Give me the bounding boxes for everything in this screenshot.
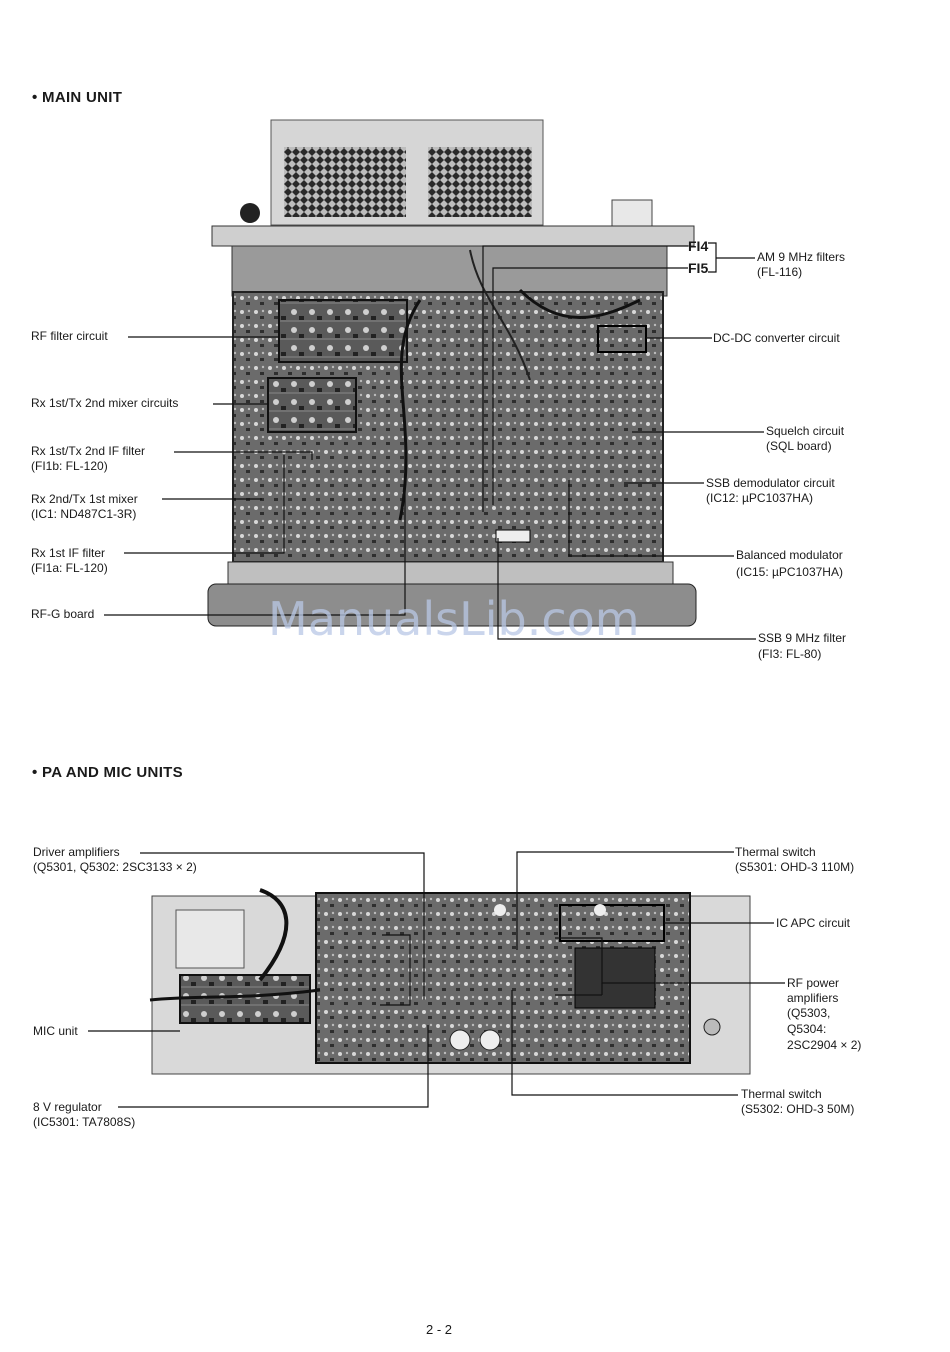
driver-amp-label: Driver amplifiers <box>33 845 120 859</box>
ssb-demod-label: SSB demodulator circuit <box>706 476 835 490</box>
power-transformer <box>574 947 656 1009</box>
regulator-sub: (IC5301: TA7808S) <box>33 1115 136 1129</box>
rf-power-label-3: (Q5303, <box>787 1006 831 1020</box>
watermark: ManualsLib.com <box>268 592 640 646</box>
dcdc-marker <box>597 325 647 353</box>
rf-power-label-2: amplifiers <box>787 991 839 1005</box>
squelch-sub: (SQL board) <box>766 439 832 453</box>
regulator-label: 8 V regulator <box>33 1100 102 1114</box>
rx2-mixer-sub: (IC1: ND487C1-3R) <box>31 507 137 521</box>
thermal-switch-1-sub: (S5301: OHD-3 110M) <box>735 860 855 874</box>
knob-left <box>240 203 260 223</box>
fi4-label: FI4 <box>688 238 709 254</box>
ssb-filter-part <box>495 529 531 543</box>
pa-mic-heading: • PA AND MIC UNITS <box>32 764 183 781</box>
balanced-modulator-sub: (IC15: µPC1037HA) <box>736 565 843 579</box>
main-unit-photo <box>207 119 697 627</box>
am-filters-sub: (FL-116) <box>757 265 803 279</box>
main-unit-heading: • MAIN UNIT <box>32 89 123 106</box>
panel-upper <box>231 245 668 297</box>
rear-panel <box>211 225 695 247</box>
dcdc-label: DC-DC converter circuit <box>713 331 840 345</box>
relay-block <box>175 909 245 969</box>
ssb-demod-sub: (IC12: µPC1037HA) <box>706 491 813 505</box>
rx2-mixer-label: Rx 2nd/Tx 1st mixer <box>31 492 138 506</box>
ic-apc-label: IC APC circuit <box>776 916 851 930</box>
thermal-switch-1-label: Thermal switch <box>735 845 816 859</box>
thermal-switch-2-sub: (S5302: OHD-3 50M) <box>741 1102 855 1116</box>
balanced-modulator-label: Balanced modulator <box>736 548 843 562</box>
thermal-switch-2-label: Thermal switch <box>741 1087 822 1101</box>
fi5-label: FI5 <box>688 260 709 276</box>
front-panel-lip <box>227 561 674 585</box>
squelch-label: Squelch circuit <box>766 424 845 438</box>
knob-right <box>611 199 653 229</box>
am-filters-label: AM 9 MHz filters <box>757 250 846 264</box>
rx1-if-filter-sub: (FI1a: FL-120) <box>31 561 108 575</box>
vent-grill-right <box>428 147 532 217</box>
mic-unit-label: MIC unit <box>33 1024 78 1038</box>
rfg-board-label: RF-G board <box>31 607 95 621</box>
main-leader-lines <box>104 242 764 640</box>
vent-grill-left <box>284 147 406 217</box>
rf-power-label-1: RF power <box>787 976 840 990</box>
driver-amp-sub: (Q5301, Q5302: 2SC3133 × 2) <box>33 860 197 874</box>
page-number: 2 - 2 <box>426 1322 453 1337</box>
rf-power-label-5: 2SC2904 × 2) <box>787 1038 862 1052</box>
ssb-filter-sub: (FI3: FL-80) <box>758 647 822 661</box>
rx-mixer-label: Rx 1st/Tx 2nd mixer circuits <box>31 396 179 410</box>
rf-power-label-4: Q5304: <box>787 1022 827 1036</box>
rx1-if-filter-label: Rx 1st IF filter <box>31 546 106 560</box>
rf-filter-board <box>278 299 408 363</box>
pa-leader-lines <box>88 851 785 1108</box>
mic-unit-board <box>179 974 311 1024</box>
pa-mic-photo <box>149 888 751 1075</box>
rx-if-filter-sub: (FI1b: FL-120) <box>31 459 108 473</box>
ssb-filter-label: SSB 9 MHz filter <box>758 631 847 645</box>
mixer-board <box>267 377 357 433</box>
rf-filter-label: RF filter circuit <box>31 329 108 343</box>
rx-if-filter-label: Rx 1st/Tx 2nd IF filter <box>31 444 146 458</box>
